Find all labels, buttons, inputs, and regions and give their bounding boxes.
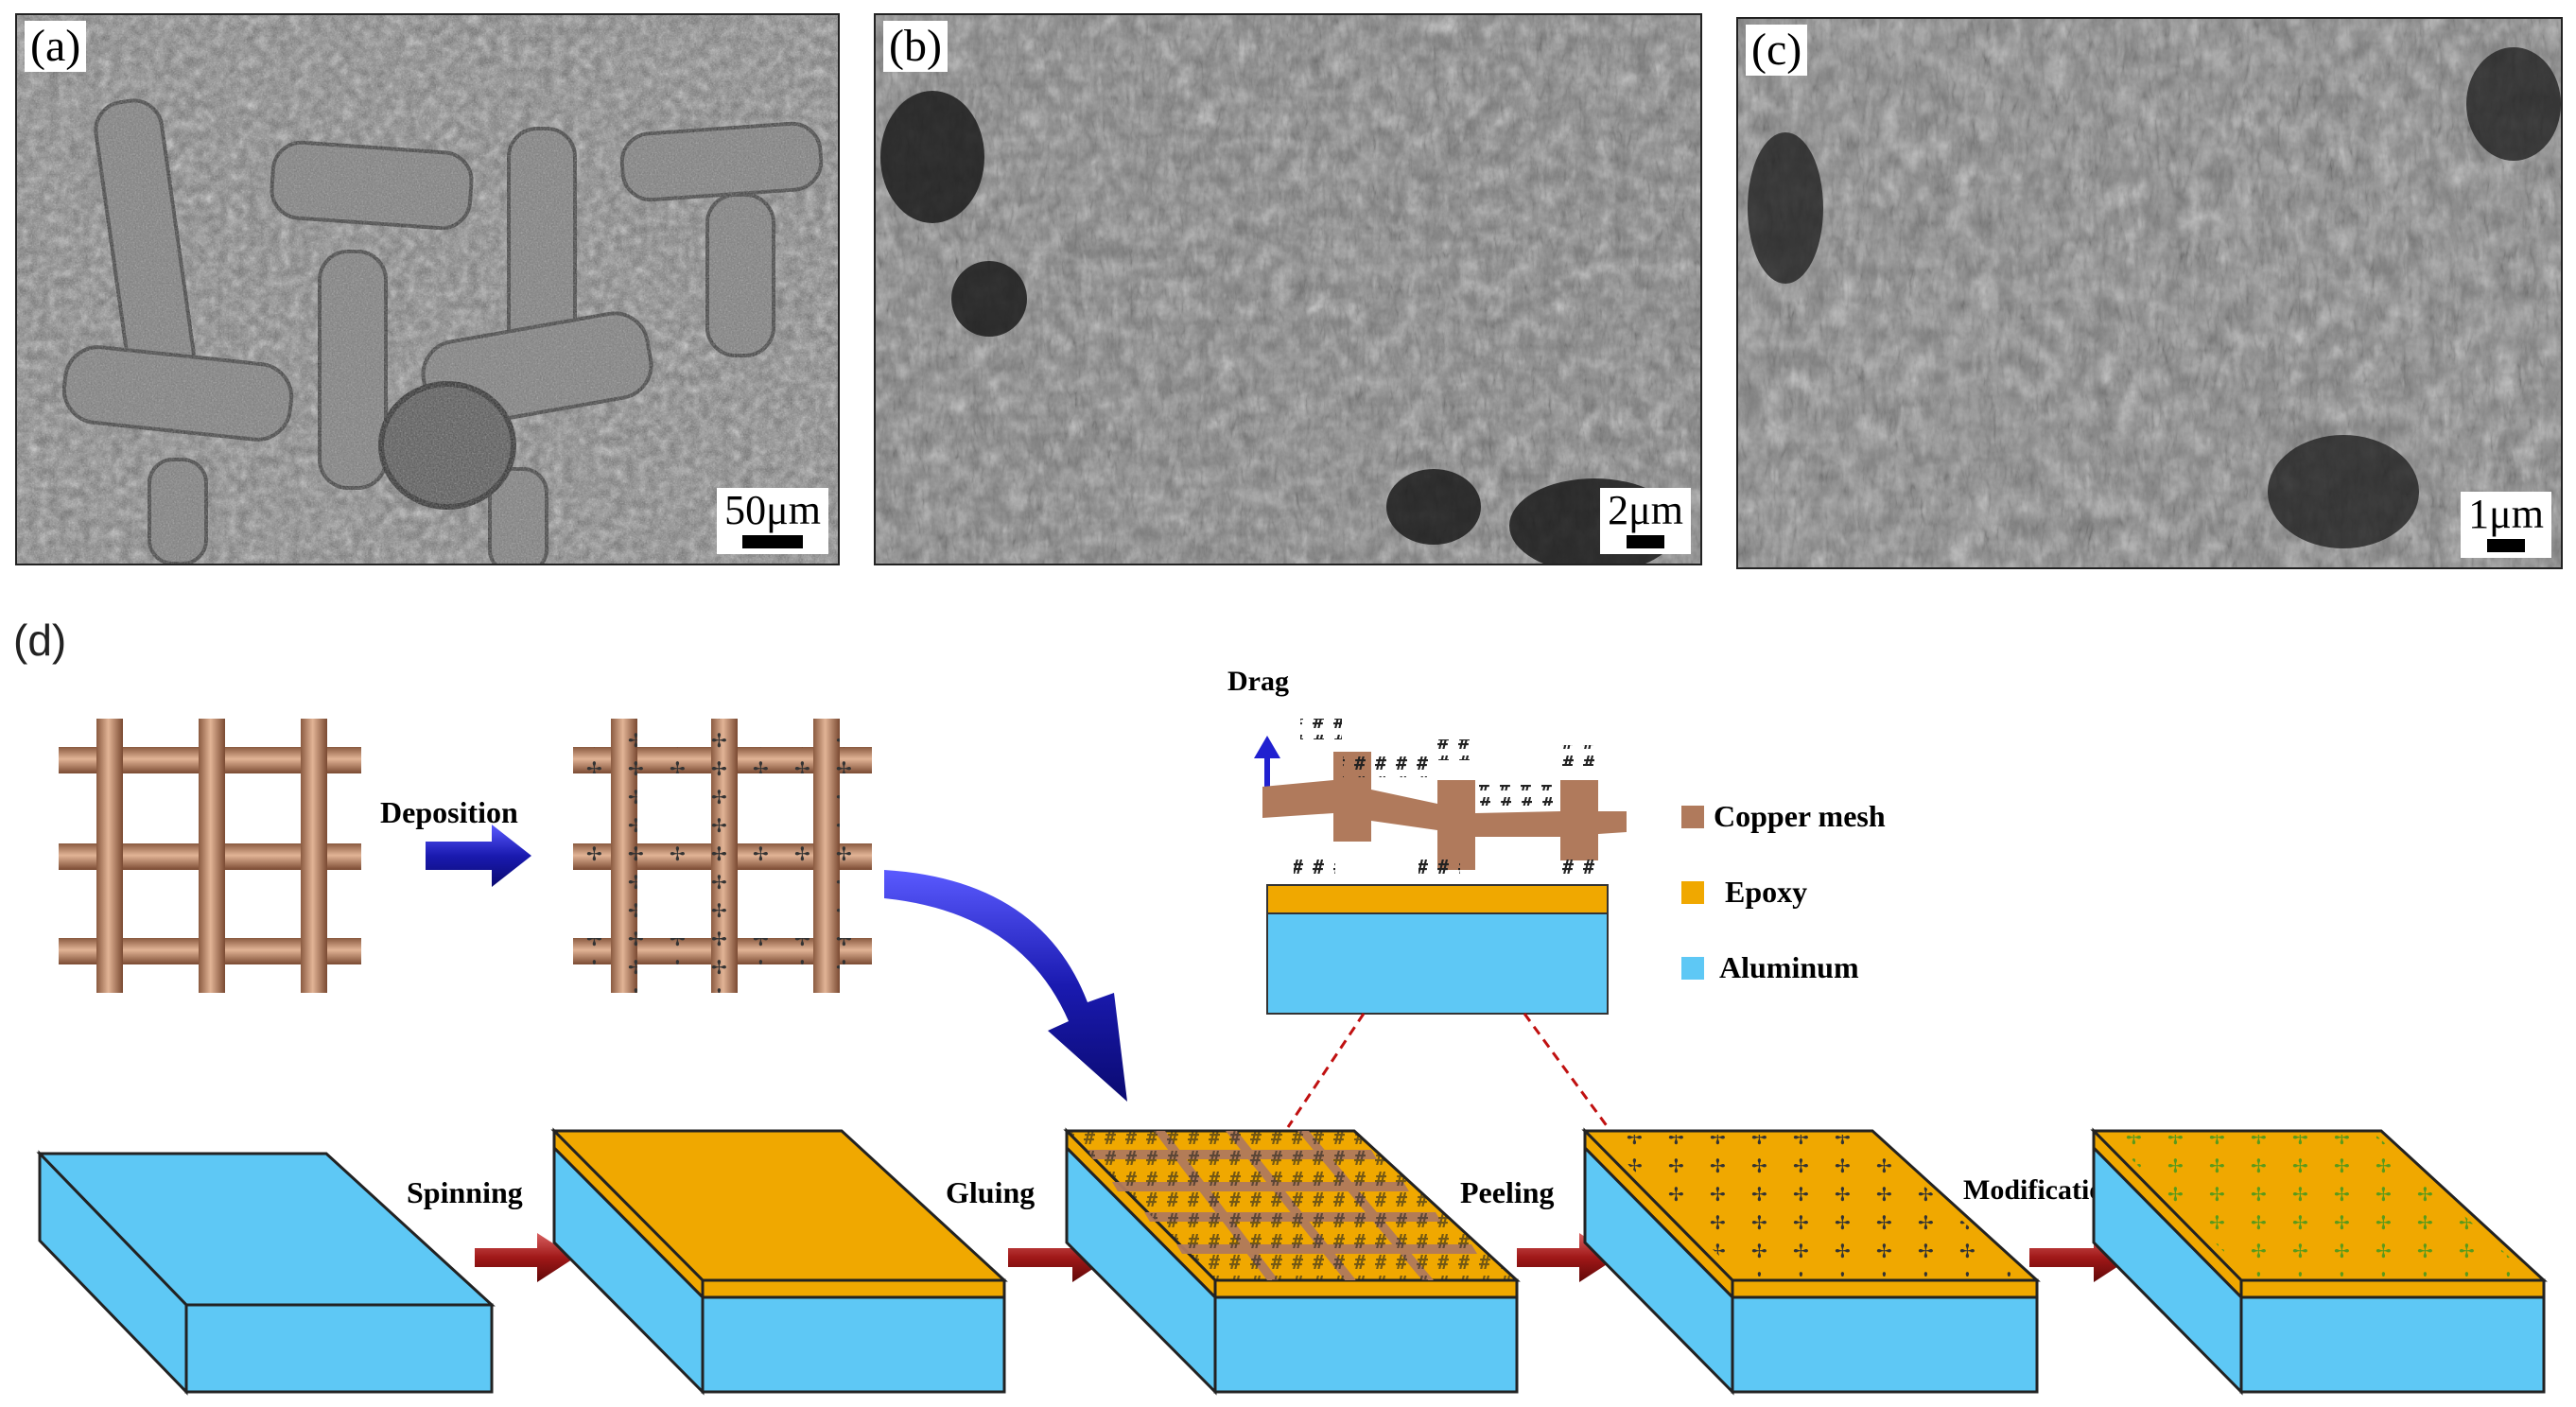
coated-copper-mesh xyxy=(573,719,872,993)
sem-image-a xyxy=(17,15,838,564)
sem-image-b xyxy=(876,15,1700,564)
sem-panel-c: (c) 1μm xyxy=(1736,17,2563,569)
legend-label-aluminum: Aluminum xyxy=(1719,950,1859,984)
spinning-label: Spinning xyxy=(407,1175,523,1209)
scale-line-b xyxy=(1627,535,1665,548)
scale-line-c xyxy=(2487,539,2526,552)
legend-swatch-epoxy xyxy=(1681,881,1704,904)
fabrication-diagram: # ✢ ✢ Deposition xyxy=(36,666,2548,1396)
legend-swatch-copper xyxy=(1681,806,1704,828)
gluing-curved-arrow xyxy=(884,870,1127,1102)
legend-label-copper: Copper mesh xyxy=(1714,799,1886,833)
drag-label: Drag xyxy=(1227,666,1289,697)
scale-text-b: 2μm xyxy=(1608,487,1683,533)
block-epoxy xyxy=(550,1127,1008,1396)
connector-line-right xyxy=(1523,1013,1610,1128)
peeling-inset: Drag xyxy=(1227,666,1627,1015)
sem-panel-b: (b) 2μm xyxy=(874,13,1702,565)
peeling-label: Peeling xyxy=(1460,1175,1555,1209)
scale-bar-b: 2μm xyxy=(1600,488,1691,554)
deposition-label: Deposition xyxy=(380,795,518,829)
copper-mesh xyxy=(59,719,361,993)
panel-label-d: (d) xyxy=(13,616,67,665)
scale-bar-a: 50μm xyxy=(717,488,828,554)
panel-label-c: (c) xyxy=(1746,25,1808,76)
block-modified xyxy=(2090,1127,2548,1396)
block-glued-mesh xyxy=(1063,1127,1521,1396)
scale-text-c: 1μm xyxy=(2468,491,2544,537)
block-peeled xyxy=(1581,1127,2041,1396)
sem-image-c xyxy=(1738,19,2561,567)
block-aluminum xyxy=(36,1150,496,1396)
panel-label-a: (a) xyxy=(25,21,87,72)
spinning-arrow xyxy=(475,1233,575,1282)
connector-line-left xyxy=(1286,1013,1366,1128)
legend-label-epoxy: Epoxy xyxy=(1725,875,1807,909)
deposition-arrow xyxy=(426,825,531,887)
legend: Copper mesh Epoxy Aluminum xyxy=(1681,799,1886,984)
sem-panel-a: (a) 50μm xyxy=(15,13,840,565)
panel-label-b: (b) xyxy=(883,21,948,72)
scale-bar-c: 1μm xyxy=(2461,492,2551,558)
scale-line-a xyxy=(742,535,804,548)
scale-text-a: 50μm xyxy=(724,487,821,533)
legend-swatch-aluminum xyxy=(1681,957,1704,980)
gluing-label: Gluing xyxy=(946,1175,1035,1209)
